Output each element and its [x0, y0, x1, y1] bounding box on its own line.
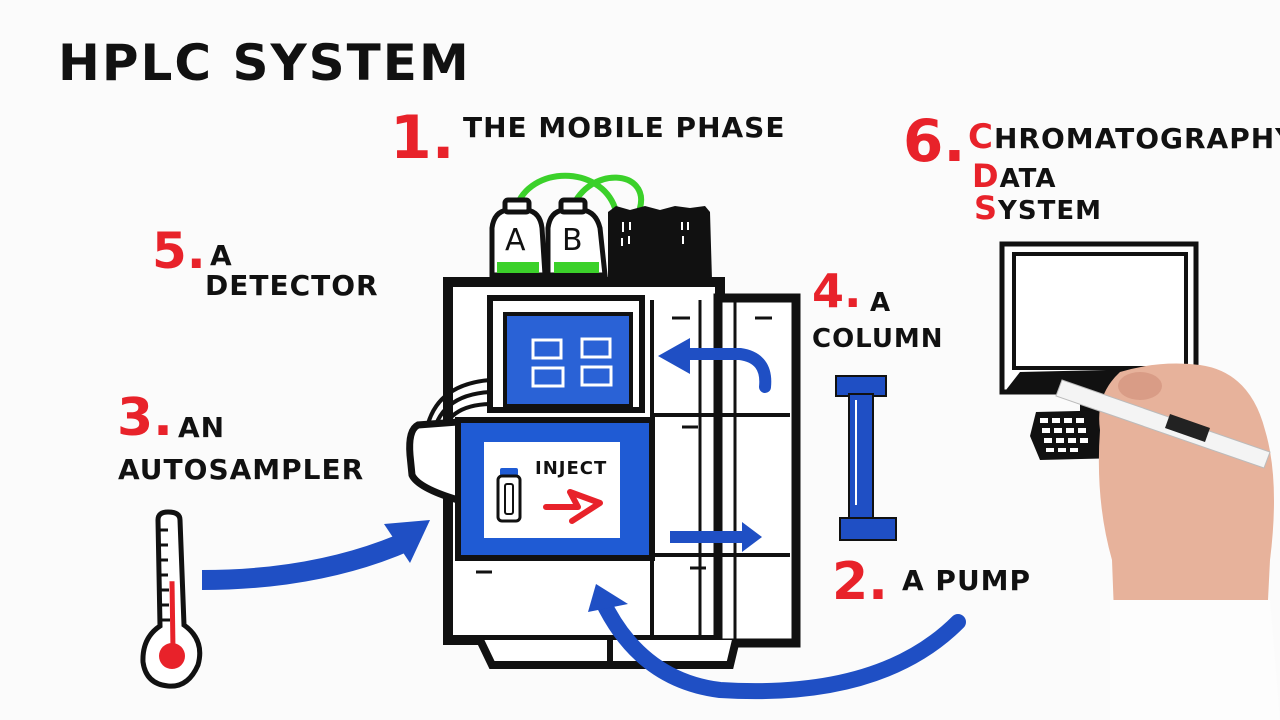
cds-word-rest: HROMATOGRAPHY: [993, 122, 1280, 155]
hplc-instrument: [443, 277, 801, 669]
label-number-5: 5.: [152, 222, 206, 280]
solvent-tray: [608, 206, 712, 280]
autosampler-module: [406, 417, 655, 561]
bottle-b-label: B: [562, 223, 584, 258]
detector-module: [487, 295, 645, 413]
bottle-a-label: A: [505, 223, 527, 258]
solvent-tubing: [513, 172, 645, 211]
label-cds-line-3: SYSTEM: [974, 192, 1102, 224]
label-cds-line-2: DATA: [972, 160, 1057, 192]
acronym-letter-d: D: [972, 157, 1000, 195]
cds-word-rest: YSTEM: [998, 196, 1102, 226]
label-autosampler-line-1: AN: [178, 411, 226, 444]
drawing-hand: [1055, 363, 1280, 720]
label-number-6: 6.: [903, 107, 966, 175]
cds-word-rest: ATA: [999, 164, 1057, 194]
label-column-line-2: COLUMN: [812, 324, 944, 354]
label-cds-line-1: CHROMATOGRAPHY: [968, 120, 1280, 154]
thermometer-level: [169, 581, 176, 651]
label-pump: A PUMP: [902, 564, 1032, 597]
vial-icon: [496, 468, 522, 523]
diagram-title: HPLC SYSTEM: [58, 34, 471, 92]
column-icon: [835, 375, 897, 541]
inject-arrow: [543, 489, 603, 524]
acronym-letter-s: S: [974, 189, 999, 227]
sample-tubing: [423, 378, 491, 441]
label-number-3: 3.: [117, 388, 173, 448]
computer-icon: [999, 241, 1199, 460]
label-number-1: 1.: [390, 103, 455, 173]
keyboard-icon: [1030, 410, 1122, 460]
acronym-letter-c: C: [968, 117, 994, 157]
label-autosampler-line-2: AUTOSAMPLER: [118, 453, 365, 486]
label-number-4: 4.: [812, 264, 862, 318]
thermometer-icon: [140, 509, 203, 689]
label-mobile-phase: THE MOBILE PHASE: [463, 111, 786, 144]
flow-arrows: [201, 338, 966, 700]
label-detector-line-1: A: [210, 239, 233, 272]
inject-label: INJECT: [535, 458, 608, 479]
label-detector-line-2: DETECTOR: [205, 269, 379, 302]
label-number-2: 2.: [832, 552, 888, 612]
label-column-line-1: A: [870, 288, 892, 318]
